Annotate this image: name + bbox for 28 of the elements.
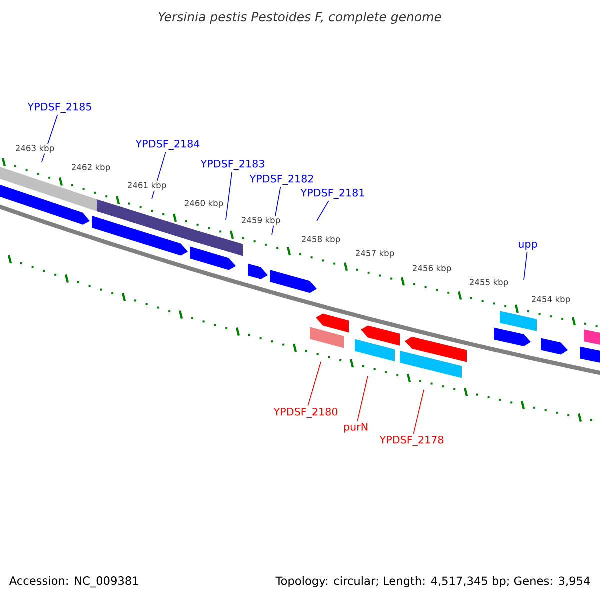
gene-label: YPDSF_2181 <box>300 188 364 200</box>
gene-label: YPDSF_2183 <box>200 160 264 170</box>
tick-label: 2462 kbp <box>70 163 112 173</box>
leader-line <box>357 376 368 422</box>
tick-label: 2454 kbp <box>530 295 572 305</box>
title: Yersinia pestis Pestoides F, complete genome <box>158 12 442 24</box>
tick-label: 2456 kbp <box>412 264 452 274</box>
gene-label: upp <box>519 242 538 250</box>
gene-label: YPDSF_2184 <box>136 140 200 150</box>
leader-line <box>413 390 424 434</box>
tick-label: 2461 kbp <box>126 181 168 191</box>
tick-label: 2455 kbp <box>468 278 510 288</box>
leader-line <box>226 172 233 220</box>
accession-text: Accession: NC_009381 <box>9 576 138 588</box>
gene-label: YPDSF_2185 <box>28 102 92 114</box>
tick-label: 2457 kbp <box>354 249 396 259</box>
tick-label: 2459 kbp <box>240 216 282 226</box>
gene-label: YPDSF_2180 <box>274 408 338 418</box>
leader-line <box>308 362 322 406</box>
gene-label: purN <box>344 423 368 433</box>
tick-label: 2463 kbp <box>14 144 56 154</box>
leader-line <box>316 200 330 222</box>
gene-label: YPDSF_2178 <box>380 436 444 446</box>
tick-label: 2460 kbp <box>184 199 224 209</box>
tick-label: 2458 kbp <box>300 235 342 245</box>
leader-line <box>524 252 528 280</box>
gene-label: YPDSF_2182 <box>250 174 314 186</box>
genome-info-text: Topology: circular; Length: 4,517,345 bp; Genes: 3,954 <box>276 576 590 588</box>
